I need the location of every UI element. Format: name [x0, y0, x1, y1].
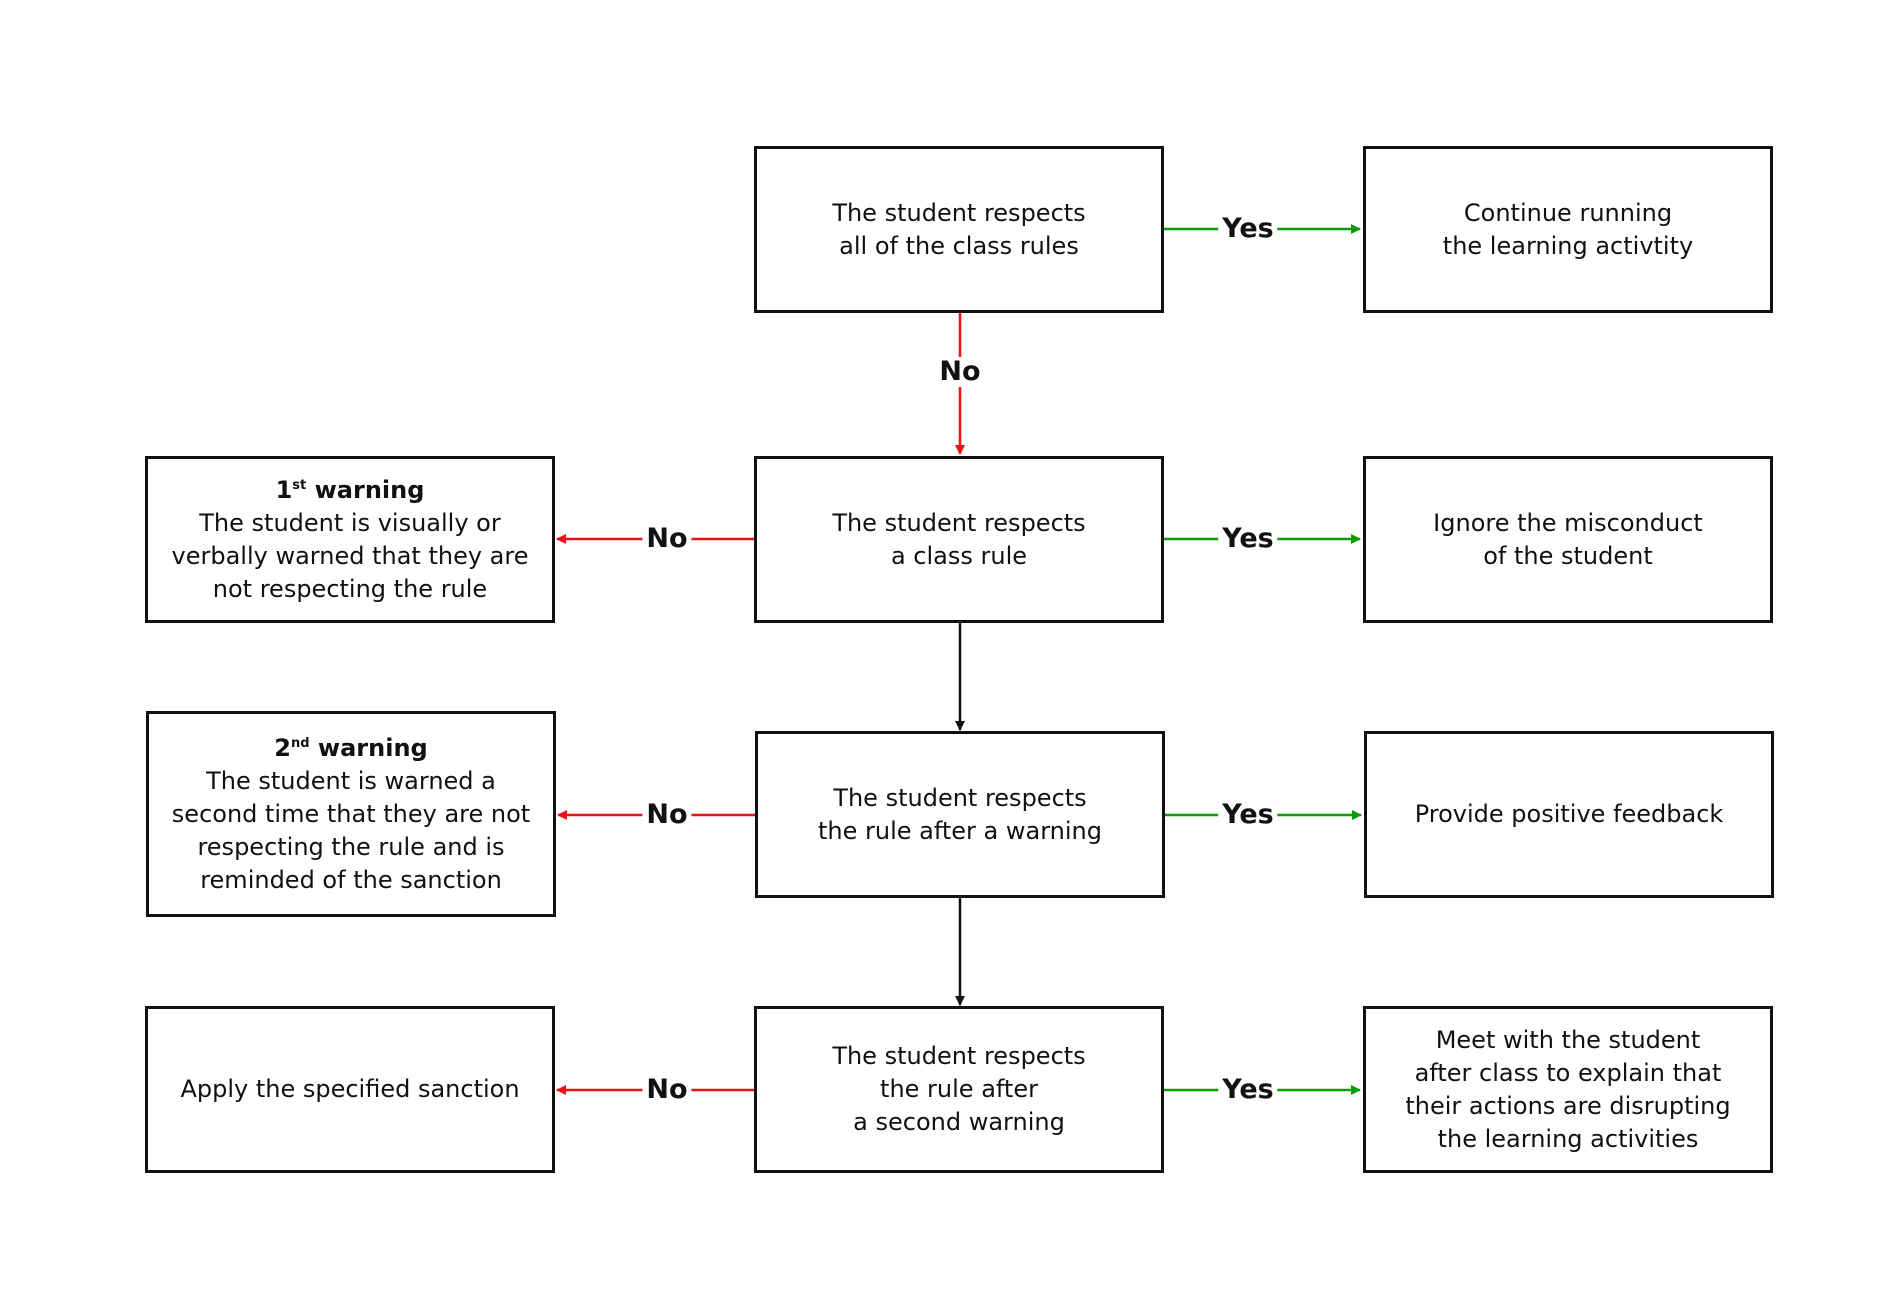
decision-box-after-warning: The student respects the rule after a wa… [755, 731, 1165, 898]
no-label-q3: No [642, 800, 692, 830]
warning-number: 2 [274, 733, 291, 762]
warning-title: warning [317, 733, 428, 762]
box-text-line: not respecting the rule [212, 574, 488, 603]
yes-label-q2: Yes [1218, 524, 1278, 554]
box-text-line: a second warning [853, 1108, 1065, 1136]
box-text-line: the learning activities [1437, 1124, 1699, 1153]
box-text-line: The student respects [832, 508, 1086, 537]
no-label-q1: No [935, 357, 985, 387]
no-label-q4: No [642, 1075, 692, 1105]
decision-box-class-rule: The student respects a class rule [754, 456, 1164, 623]
box-text-line: The student is visually or [199, 508, 501, 537]
box-text-line: after class to explain that [1414, 1058, 1722, 1087]
action-box-apply-sanction: Apply the specified sanction [145, 1006, 555, 1173]
box-text-line: the rule after a warning [817, 816, 1102, 845]
box-text-line: a class rule [890, 541, 1028, 570]
box-text-line: of the student [1483, 541, 1653, 570]
box-text-line: Apply the specified sanction [180, 1075, 520, 1103]
action-box-ignore-misconduct: Ignore the misconduct of the student [1363, 456, 1773, 623]
decision-box-all-rules: The student respects all of the class ru… [754, 146, 1164, 313]
box-text-line: The student respects [832, 198, 1086, 227]
box-text-line: Provide positive feedback [1414, 800, 1724, 828]
action-box-meet-student: Meet with the student after class to exp… [1363, 1006, 1773, 1173]
box-text-line: second time that they are not [171, 799, 531, 828]
warning-number: 1 [275, 475, 293, 504]
box-text-line: Meet with the student [1435, 1025, 1701, 1054]
box-text-line: Ignore the misconduct [1433, 508, 1703, 537]
warning-box-second: 2nd warning The student is warned a seco… [146, 711, 556, 917]
box-text-line: the learning activtity [1442, 231, 1694, 260]
box-text-line: The student respects [832, 1042, 1086, 1070]
box-text-line: the rule after [880, 1075, 1038, 1103]
box-text-line: all of the class rules [839, 231, 1079, 260]
box-text-line: Continue running [1463, 198, 1673, 227]
action-box-continue-activity: Continue running the learning activtity [1363, 146, 1773, 313]
ordinal-suffix: nd [291, 735, 310, 751]
warning-heading: 1st warning [276, 474, 425, 507]
box-text-line: reminded of the sanction [200, 865, 502, 894]
action-box-positive-feedback: Provide positive feedback [1364, 731, 1774, 898]
warning-title: warning [314, 475, 425, 504]
yes-label-q3: Yes [1218, 800, 1278, 830]
yes-label-q1: Yes [1218, 214, 1278, 244]
no-label-q2: No [642, 524, 692, 554]
box-text-line: The student respects [833, 783, 1087, 812]
box-text-line: The student is warned a [206, 766, 496, 795]
warning-heading: 2nd warning [274, 732, 427, 765]
box-text-line: their actions are disrupting [1405, 1091, 1731, 1120]
box-text-line: respecting the rule and is [197, 832, 505, 861]
decision-box-after-second-warning: The student respects the rule after a se… [754, 1006, 1164, 1173]
ordinal-suffix: st [292, 477, 307, 493]
warning-box-first: 1st warning The student is visually or v… [145, 456, 555, 623]
yes-label-q4: Yes [1218, 1075, 1278, 1105]
box-text-line: verbally warned that they are [171, 541, 529, 570]
